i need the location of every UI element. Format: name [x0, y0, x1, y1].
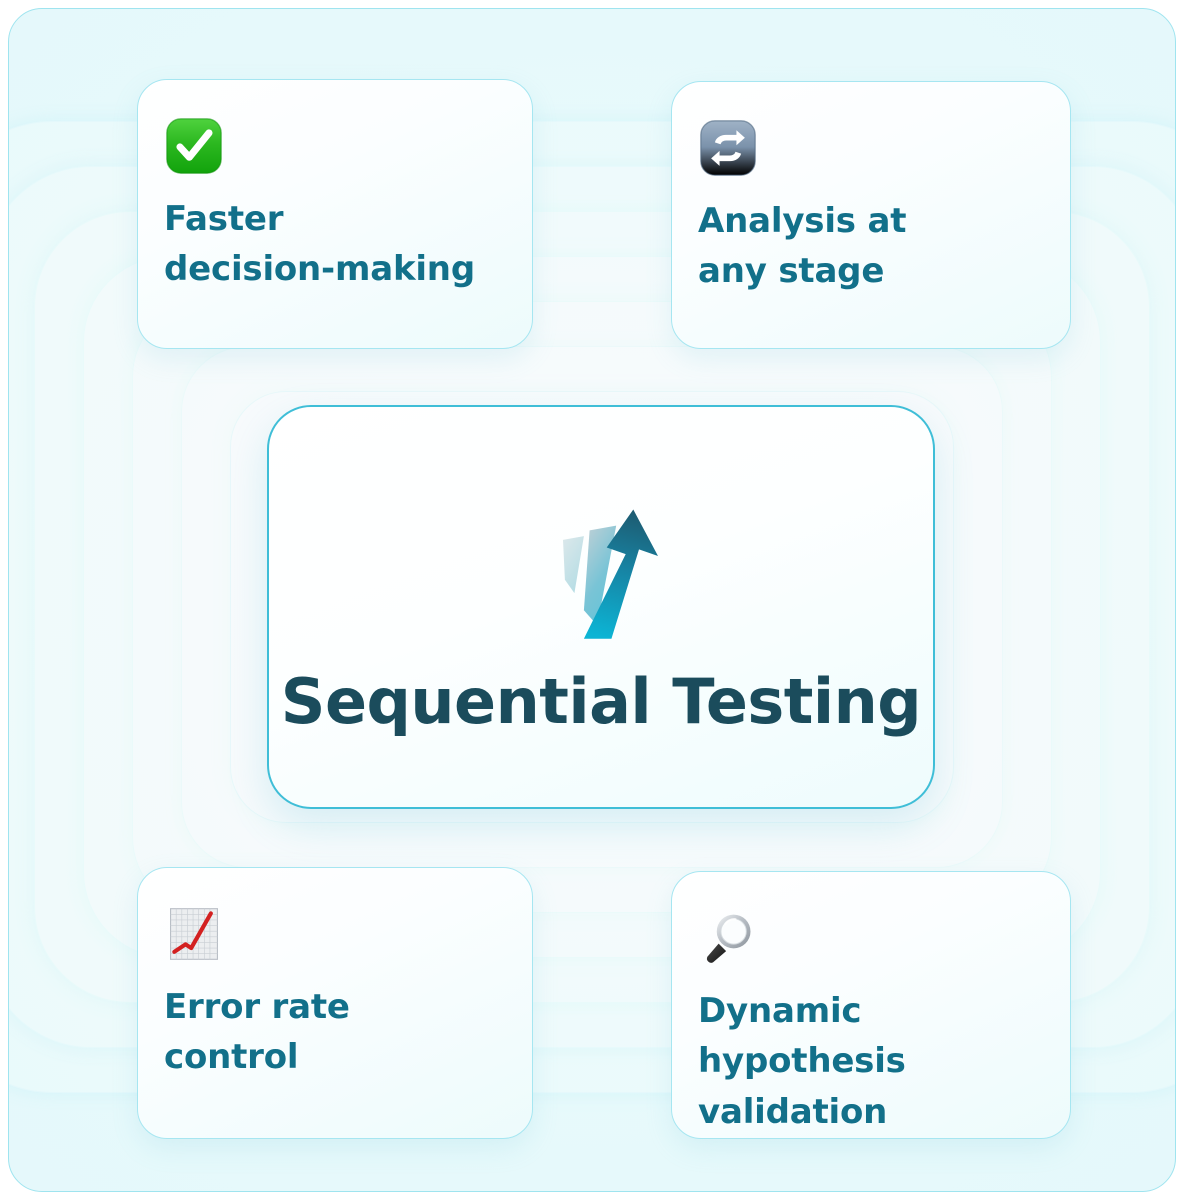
center-card-title: Sequential Testing	[280, 664, 922, 738]
feature-card-dynamic-hypothesis-validation[interactable]: Dynamic hypothesis validation	[671, 871, 1071, 1139]
magnifying-glass-icon	[706, 914, 751, 963]
chart-increasing-icon	[170, 908, 218, 960]
diagram-panel: Faster decision-making Analysis at any s…	[8, 8, 1176, 1192]
feature-card-label: Error rate control	[164, 987, 350, 1078]
white-check-mark-icon	[166, 118, 222, 174]
feature-card-faster-decision-making[interactable]: Faster decision-making	[137, 79, 533, 349]
center-concept-card[interactable]: Sequential Testing	[267, 405, 935, 809]
ascending-bars-arrow-logo	[563, 509, 658, 639]
repeat-icon	[700, 120, 756, 176]
feature-card-error-rate-control[interactable]: Error rate control	[137, 867, 533, 1139]
feature-card-label: Analysis at any stage	[698, 201, 907, 292]
feature-card-analysis-at-any-stage[interactable]: Analysis at any stage	[671, 81, 1071, 349]
feature-card-label: Faster decision-making	[164, 199, 475, 290]
feature-card-label: Dynamic hypothesis validation	[698, 991, 906, 1132]
